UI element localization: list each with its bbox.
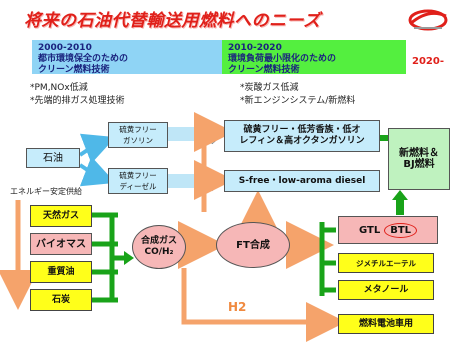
page-title: 将来の石油代替輸送用燃料へのニーズ: [24, 11, 321, 31]
era-line1: 都市環境保全のための: [38, 54, 129, 64]
feedstock-collector: [92, 212, 126, 303]
era-years: 2010-2020: [228, 43, 282, 53]
syngas-line2: CO/H₂: [144, 247, 174, 257]
sfd-line2: ディーゼル: [119, 182, 157, 191]
syngas-line1: 合成ガス: [140, 236, 177, 246]
era-line2: クリーン燃料技術: [228, 65, 300, 75]
sfg-line1: 硫黄フリー: [119, 125, 157, 134]
new-fuel-box: 新燃料＆ BJ燃料: [388, 128, 450, 190]
sulfur-free-gasoline-box: 硫黄フリー ガソリン: [108, 122, 168, 148]
note-exhaust-tech: *先端的排ガス処理技術: [30, 96, 125, 106]
oil-box: 石油: [26, 148, 80, 168]
feedstock-biomass: バイオマス: [30, 233, 92, 255]
sulfur-free-diesel-box: 硫黄フリー ディーゼル: [108, 168, 168, 194]
ft-synthesis-node: FT合成: [216, 222, 290, 268]
feedstock-coal: 石炭: [30, 289, 92, 311]
gtl-btl-box: GTL BTL: [338, 216, 438, 244]
arrow-oil-to-gasoline: [78, 133, 116, 164]
sfg-line2: ガソリン: [123, 136, 153, 145]
h2-label: H2: [228, 300, 247, 314]
new-fuel-line1: 新燃料＆: [399, 148, 439, 159]
arrow-oil-to-diesel: [78, 156, 116, 187]
arrow-h2: [181, 268, 346, 342]
methanol-box: メタノール: [338, 280, 434, 300]
new-fuel-line2: BJ燃料: [403, 159, 435, 170]
clean-gasoline-line1: 硫黄フリー・低芳香族・低オ: [243, 125, 361, 135]
clean-diesel-box: S-free・low-aroma diesel: [224, 170, 380, 192]
note-pm-nox: *PM,NOx低減: [30, 83, 88, 93]
clean-gasoline-box: 硫黄フリー・低芳香族・低オ レフィン＆高オクタンガソリン: [224, 120, 380, 152]
dme-box: ジメチルエーテル: [338, 253, 434, 273]
energy-security-label: エネルギー安定供給: [10, 187, 82, 196]
feedstock-natural-gas: 天然ガス: [30, 205, 92, 227]
note-new-engine: *新エンジンシステム/新燃料: [240, 96, 356, 106]
company-logo: [408, 9, 448, 31]
syngas-node: 合成ガス CO/H₂: [132, 225, 186, 269]
arrow-up-to-gasoline: [194, 112, 234, 212]
era-years: 2000-2010: [38, 43, 92, 53]
era-2000-2010-band: 2000-2010 都市環境保全のための クリーン燃料技術: [32, 40, 222, 75]
era-2010-2020-band: 2010-2020 環境負荷最小限化のための クリーン燃料技術: [222, 40, 406, 75]
feedstock-heavy-oil: 重質油: [30, 261, 92, 283]
sfd-line1: 硫黄フリー: [119, 171, 157, 180]
btl-label: BTL: [384, 222, 418, 238]
era-line1: 環境負荷最小限化のための: [228, 54, 337, 64]
fuel-cell-box: 燃料電池車用: [338, 314, 434, 334]
clean-gasoline-line2: レフィン＆高オクタンガソリン: [239, 136, 365, 146]
note-co2: *炭酸ガス低減: [240, 83, 299, 93]
era-2020-label: 2020-: [412, 56, 444, 67]
era-line2: クリーン燃料技術: [38, 65, 110, 75]
products-collector: [319, 222, 336, 296]
gtl-label: GTL: [358, 224, 381, 236]
